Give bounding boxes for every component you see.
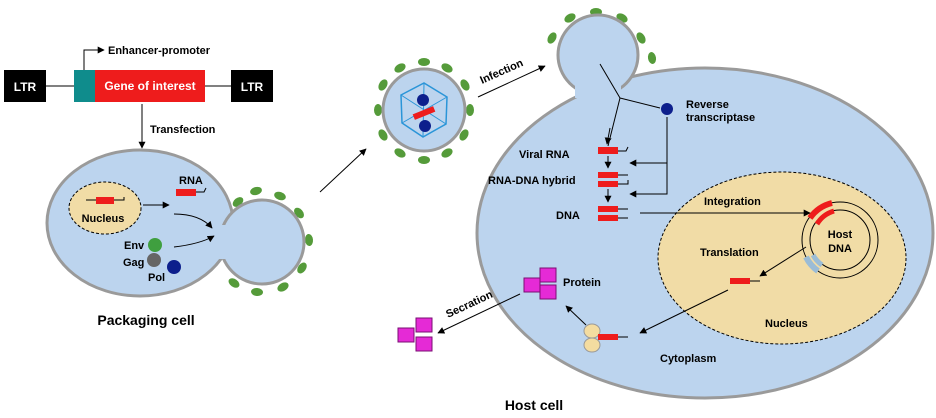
faded-provirus-outer: [803, 255, 820, 274]
transcription-arrow: [759, 246, 807, 277]
gene-of-interest-box: [95, 70, 205, 102]
translation-to-protein-arrow: [565, 305, 587, 326]
protein-label: Protein: [563, 277, 601, 289]
env-label: Env: [124, 240, 145, 252]
translation-label: Translation: [700, 247, 759, 259]
promoter-label: Enhancer-promoter: [108, 45, 211, 57]
infection-label: Infection: [478, 57, 525, 87]
env-protein: [148, 238, 162, 252]
ltr-right-label: LTR: [241, 80, 264, 94]
secreted-protein-cluster: [397, 317, 433, 352]
transfection-label: Transfection: [150, 124, 216, 136]
release-arrow: [319, 148, 367, 193]
gene-of-interest-label: Gene of interest: [104, 79, 195, 93]
capsid-rna: [412, 106, 436, 120]
secretion-label: Secration: [444, 289, 495, 321]
packaging-cell-title: Packaging cell: [97, 312, 194, 328]
cytoplasm-mrna: [598, 334, 618, 340]
host-dna-inner: [809, 209, 871, 271]
pol-protein: [167, 260, 181, 274]
ribosome: [583, 323, 601, 353]
secretion-arrow: [437, 293, 521, 334]
cytoplasm-label: Cytoplasm: [660, 353, 716, 365]
budding-virion: [218, 198, 306, 286]
host-nucleus-label: Nucleus: [765, 318, 808, 330]
ltr-right-box: [231, 70, 273, 102]
proteins-to-virion-arrow: [173, 235, 215, 248]
hybrid-strand-2: [598, 181, 618, 187]
pol-label: Pol: [148, 272, 165, 284]
host-cell: Nucleus Host DNA Reverse transcriptase V…: [475, 8, 935, 400]
hybrid-strand-1: [598, 172, 618, 178]
reverse-label-2: transcriptase: [686, 112, 755, 124]
capsid-enzyme-bottom: [419, 120, 431, 132]
rt-to-hybrid-arrow: [629, 163, 668, 198]
enhancer-promoter-box: [74, 70, 95, 102]
capsid-enzyme-top: [417, 94, 429, 106]
gag-protein: [147, 253, 161, 267]
packaging-cell: Nucleus RNA Env Gag Pol: [45, 148, 314, 298]
packaging-rna: [176, 189, 196, 196]
host-cell-title: Host cell: [505, 397, 563, 413]
host-nucleus: [657, 171, 907, 345]
protein-cluster: [523, 267, 557, 300]
ltr-left-box: [4, 70, 46, 102]
reverse-label-1: Reverse: [686, 99, 729, 111]
integration-label: Integration: [704, 196, 761, 208]
integrated-provirus-inner: [814, 208, 835, 226]
reverse-transcriptase: [661, 103, 673, 115]
export-arrow: [639, 289, 729, 334]
promoter-arrow: [83, 46, 105, 70]
host-dna-outer: [801, 201, 879, 279]
gag-label: Gag: [123, 257, 144, 269]
rna-to-virion-arrow: [173, 213, 213, 229]
viral-rna: [598, 147, 618, 154]
dna-strand-1: [598, 206, 618, 212]
viral-rna-label: Viral RNA: [519, 149, 570, 161]
host-dna-label-2: DNA: [828, 243, 852, 255]
packaging-nucleus-label: Nucleus: [82, 213, 125, 225]
integrated-provirus-outer: [807, 200, 833, 220]
packaging-nucleus: [68, 181, 142, 235]
vector-construct: LTR Gene of interest LTR Enhancer-promot…: [4, 45, 273, 102]
nuclear-mrna: [730, 278, 750, 284]
uncoating-rna-arrow: [604, 127, 612, 145]
packaging-cell-body: [45, 148, 235, 298]
free-virion: [374, 58, 474, 164]
faded-provirus-inner: [810, 253, 824, 268]
dna-label: DNA: [556, 210, 580, 222]
free-virion-spikes: [374, 58, 474, 164]
dna-strand-2: [598, 215, 618, 221]
rna-dna-hybrid-label: RNA-DNA hybrid: [488, 175, 576, 187]
ltr-left-label: LTR: [14, 80, 37, 94]
entering-virion-spikes: [547, 8, 657, 64]
nucleus-gene: [96, 197, 114, 204]
rna-label: RNA: [179, 175, 203, 187]
infection-arrow: [477, 65, 546, 98]
host-dna-label-1: Host: [828, 229, 853, 241]
